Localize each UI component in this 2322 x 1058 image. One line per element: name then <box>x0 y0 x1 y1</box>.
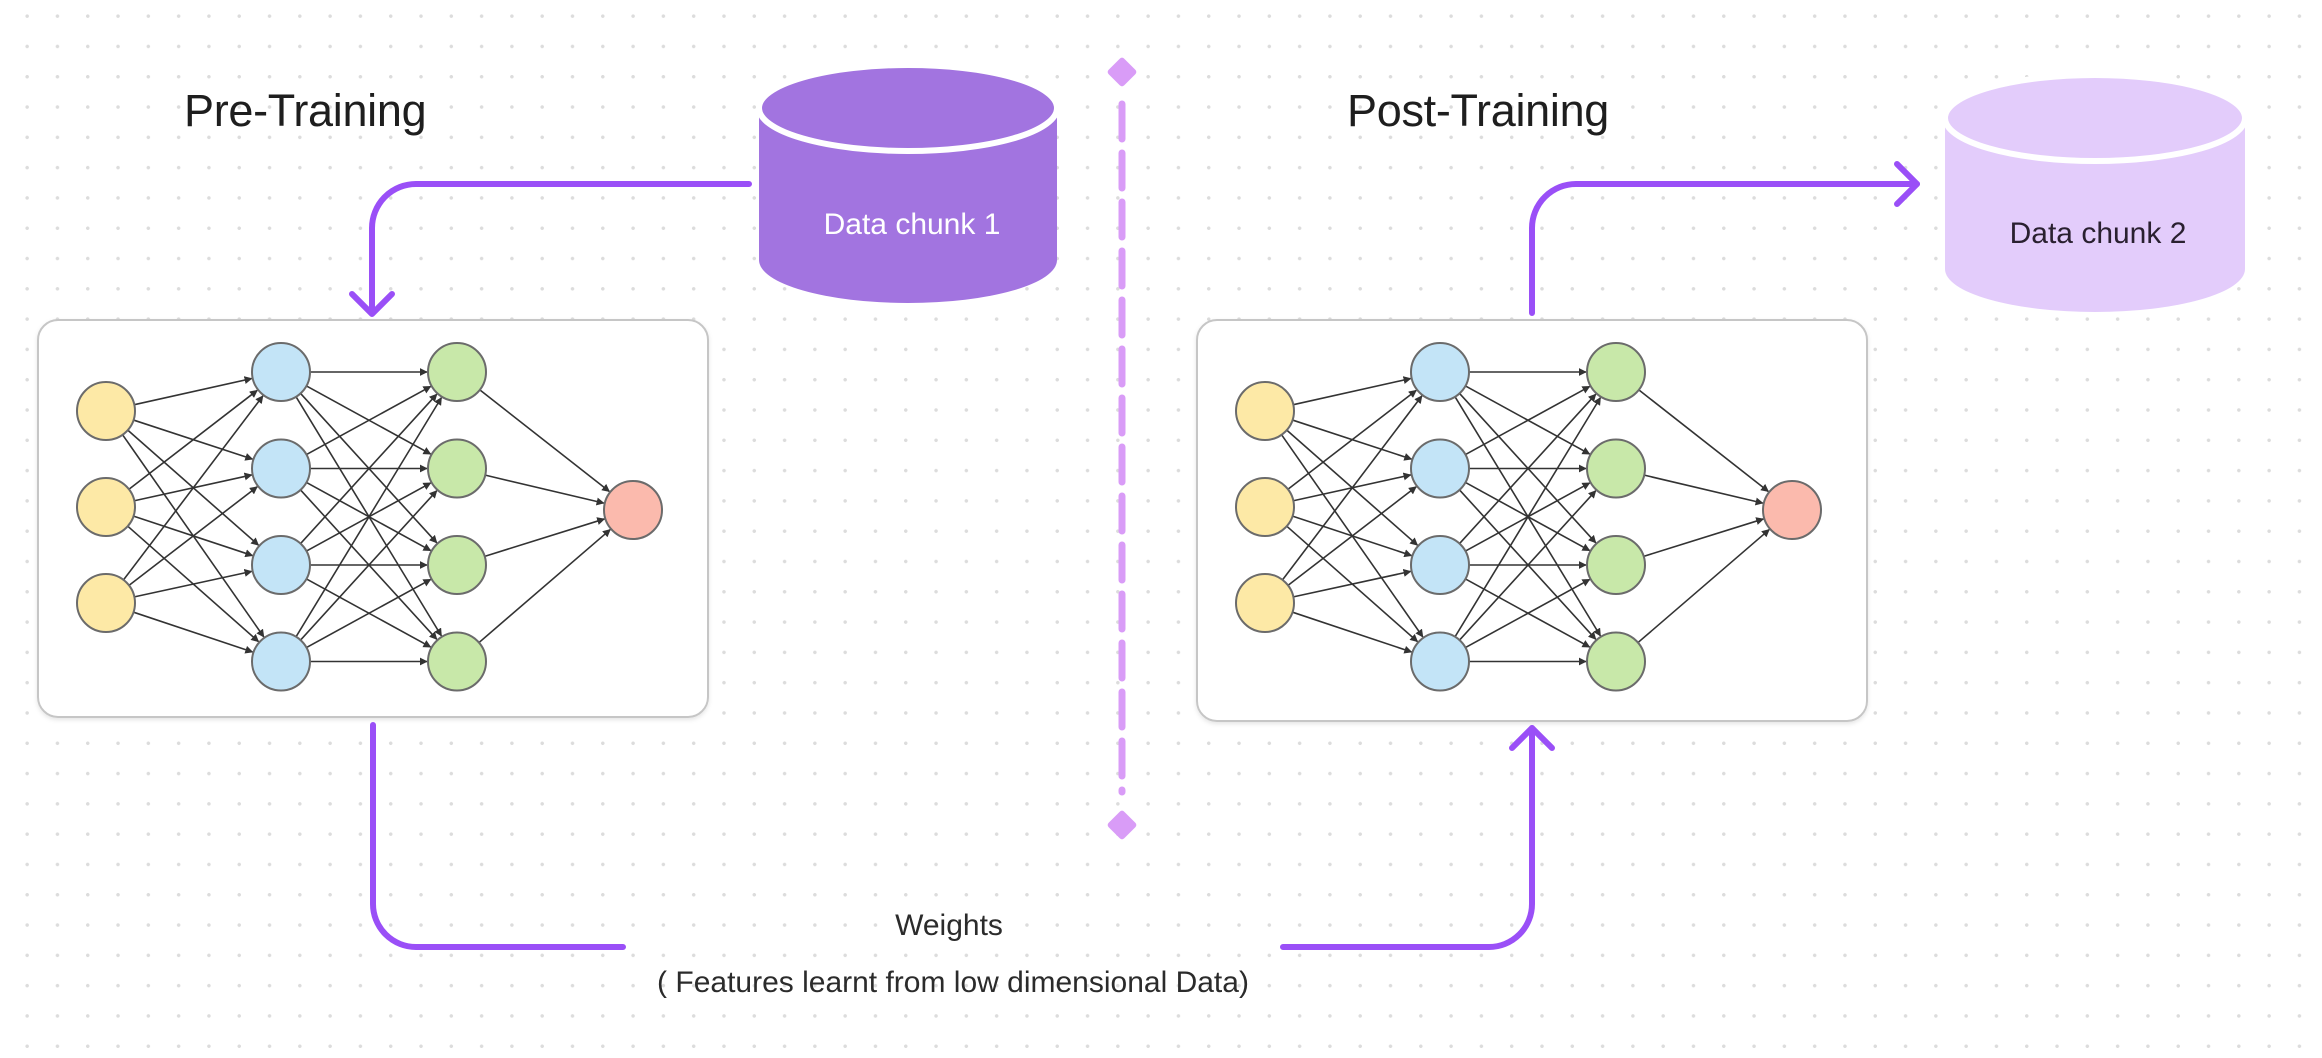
post-training-network-panel[interactable] <box>1196 319 1868 722</box>
weights-label: Weights <box>895 909 1003 942</box>
edge-input-3-to-hidden-1-3 <box>1293 568 1412 598</box>
node-output-1 <box>1762 480 1822 540</box>
node-input-3 <box>76 573 136 633</box>
edge-hidden-1-3-to-hidden-2-1 <box>299 393 438 545</box>
cylinder-top <box>1942 72 2248 164</box>
edge-hidden-1-4-to-hidden-2-2 <box>299 490 438 641</box>
node-input-1 <box>76 381 136 441</box>
node-hidden-2-3 <box>427 535 487 595</box>
pre-training-title: Pre-Training <box>184 85 427 136</box>
node-input-1 <box>1235 381 1295 441</box>
edge-hidden-1-4-to-hidden-2-3 <box>1465 578 1591 649</box>
data-chunk-2-cylinder[interactable]: Data chunk 2 <box>1942 72 2248 312</box>
connector-line <box>1280 725 1535 950</box>
node-hidden-1-4 <box>251 631 311 692</box>
node-hidden-1-3 <box>251 535 311 595</box>
pre-training-network-panel[interactable] <box>37 319 709 718</box>
edge-hidden-2-3-to-output-1 <box>1643 517 1765 558</box>
node-hidden-1-1 <box>251 342 311 402</box>
edge-hidden-2-2-to-output-1 <box>485 474 605 506</box>
edge-input-3-to-hidden-1-1 <box>1281 395 1423 581</box>
arrowhead-down-icon <box>349 291 395 317</box>
edge-input-3-to-hidden-1-2 <box>1287 486 1417 586</box>
edge-input-3-to-hidden-1-1 <box>122 395 264 581</box>
node-hidden-2-1 <box>427 342 487 402</box>
node-hidden-2-2 <box>427 438 487 499</box>
edge-input-2-to-hidden-1-1 <box>128 389 258 490</box>
node-hidden-1-1 <box>1410 342 1470 402</box>
edge-hidden-1-2-to-hidden-2-1 <box>1465 385 1591 456</box>
node-input-2 <box>1235 477 1295 537</box>
edge-input-1-to-hidden-1-1 <box>134 376 253 406</box>
edge-hidden-1-3-to-hidden-2-1 <box>1458 393 1597 545</box>
edge-hidden-2-3-to-output-1 <box>484 517 606 558</box>
node-hidden-2-2 <box>1586 438 1646 499</box>
node-output-1 <box>603 480 663 540</box>
edge-hidden-1-4-to-hidden-2-2 <box>1458 490 1597 641</box>
edge-hidden-2-2-to-output-1 <box>1644 474 1764 506</box>
node-hidden-2-4 <box>1586 631 1646 692</box>
network-edges <box>1280 368 1770 666</box>
edge-hidden-1-4-to-hidden-2-1 <box>295 396 443 638</box>
weights-transfer-arrow-end[interactable] <box>1280 725 1555 950</box>
connector-line <box>369 181 752 316</box>
divider-top-diamond-handle[interactable] <box>1106 56 1137 87</box>
edge-hidden-2-1-to-output-1 <box>479 389 611 493</box>
network-to-data-chunk-2-arrow[interactable] <box>1529 161 1920 316</box>
connector-line <box>370 722 626 950</box>
edge-hidden-1-2-to-hidden-2-1 <box>306 385 432 456</box>
node-hidden-2-1 <box>1586 342 1646 402</box>
node-input-2 <box>76 477 136 537</box>
weights-description: ( Features learnt from low dimensional D… <box>657 966 1249 999</box>
edge-hidden-1-4-to-hidden-2-1 <box>1454 396 1602 638</box>
weights-transfer-arrow-start[interactable] <box>370 722 626 950</box>
node-hidden-1-2 <box>1410 438 1470 499</box>
edge-input-3-to-hidden-1-4 <box>133 611 254 654</box>
connector-line <box>1529 181 1920 316</box>
edge-input-1-to-hidden-1-1 <box>1293 376 1412 406</box>
data-chunk-1-label: Data chunk 1 <box>824 208 1001 241</box>
edge-input-3-to-hidden-1-4 <box>1292 611 1413 654</box>
section-divider <box>1106 56 1137 840</box>
node-hidden-2-3 <box>1586 535 1646 595</box>
network-nodes <box>76 342 663 692</box>
divider-bottom-diamond-handle[interactable] <box>1106 809 1137 840</box>
network-nodes <box>1235 342 1822 692</box>
node-hidden-2-4 <box>427 631 487 692</box>
node-hidden-1-2 <box>251 438 311 499</box>
edge-input-2-to-hidden-1-1 <box>1287 389 1417 490</box>
network-edges <box>121 368 611 666</box>
edge-hidden-1-4-to-hidden-2-3 <box>306 578 432 649</box>
cylinder-top <box>756 62 1060 154</box>
data-chunk-1-to-network-arrow[interactable] <box>349 181 752 317</box>
edge-input-3-to-hidden-1-3 <box>134 568 253 598</box>
cylinder-body <box>759 108 1057 303</box>
edge-hidden-2-1-to-output-1 <box>1638 389 1770 493</box>
edge-input-3-to-hidden-1-2 <box>128 486 258 586</box>
node-hidden-1-3 <box>1410 535 1470 595</box>
arrowhead-right-icon <box>1894 161 1920 207</box>
edge-hidden-2-4-to-output-1 <box>478 528 611 644</box>
data-chunk-2-label: Data chunk 2 <box>2010 217 2187 250</box>
post-training-title: Post-Training <box>1347 85 1610 136</box>
arrowhead-up-icon <box>1509 725 1555 751</box>
edge-hidden-2-4-to-output-1 <box>1637 528 1770 644</box>
data-chunk-1-cylinder[interactable]: Data chunk 1 <box>756 62 1060 303</box>
node-input-3 <box>1235 573 1295 633</box>
panel-background <box>1196 319 1868 722</box>
cylinder-body <box>1945 118 2245 312</box>
node-hidden-1-4 <box>1410 631 1470 692</box>
